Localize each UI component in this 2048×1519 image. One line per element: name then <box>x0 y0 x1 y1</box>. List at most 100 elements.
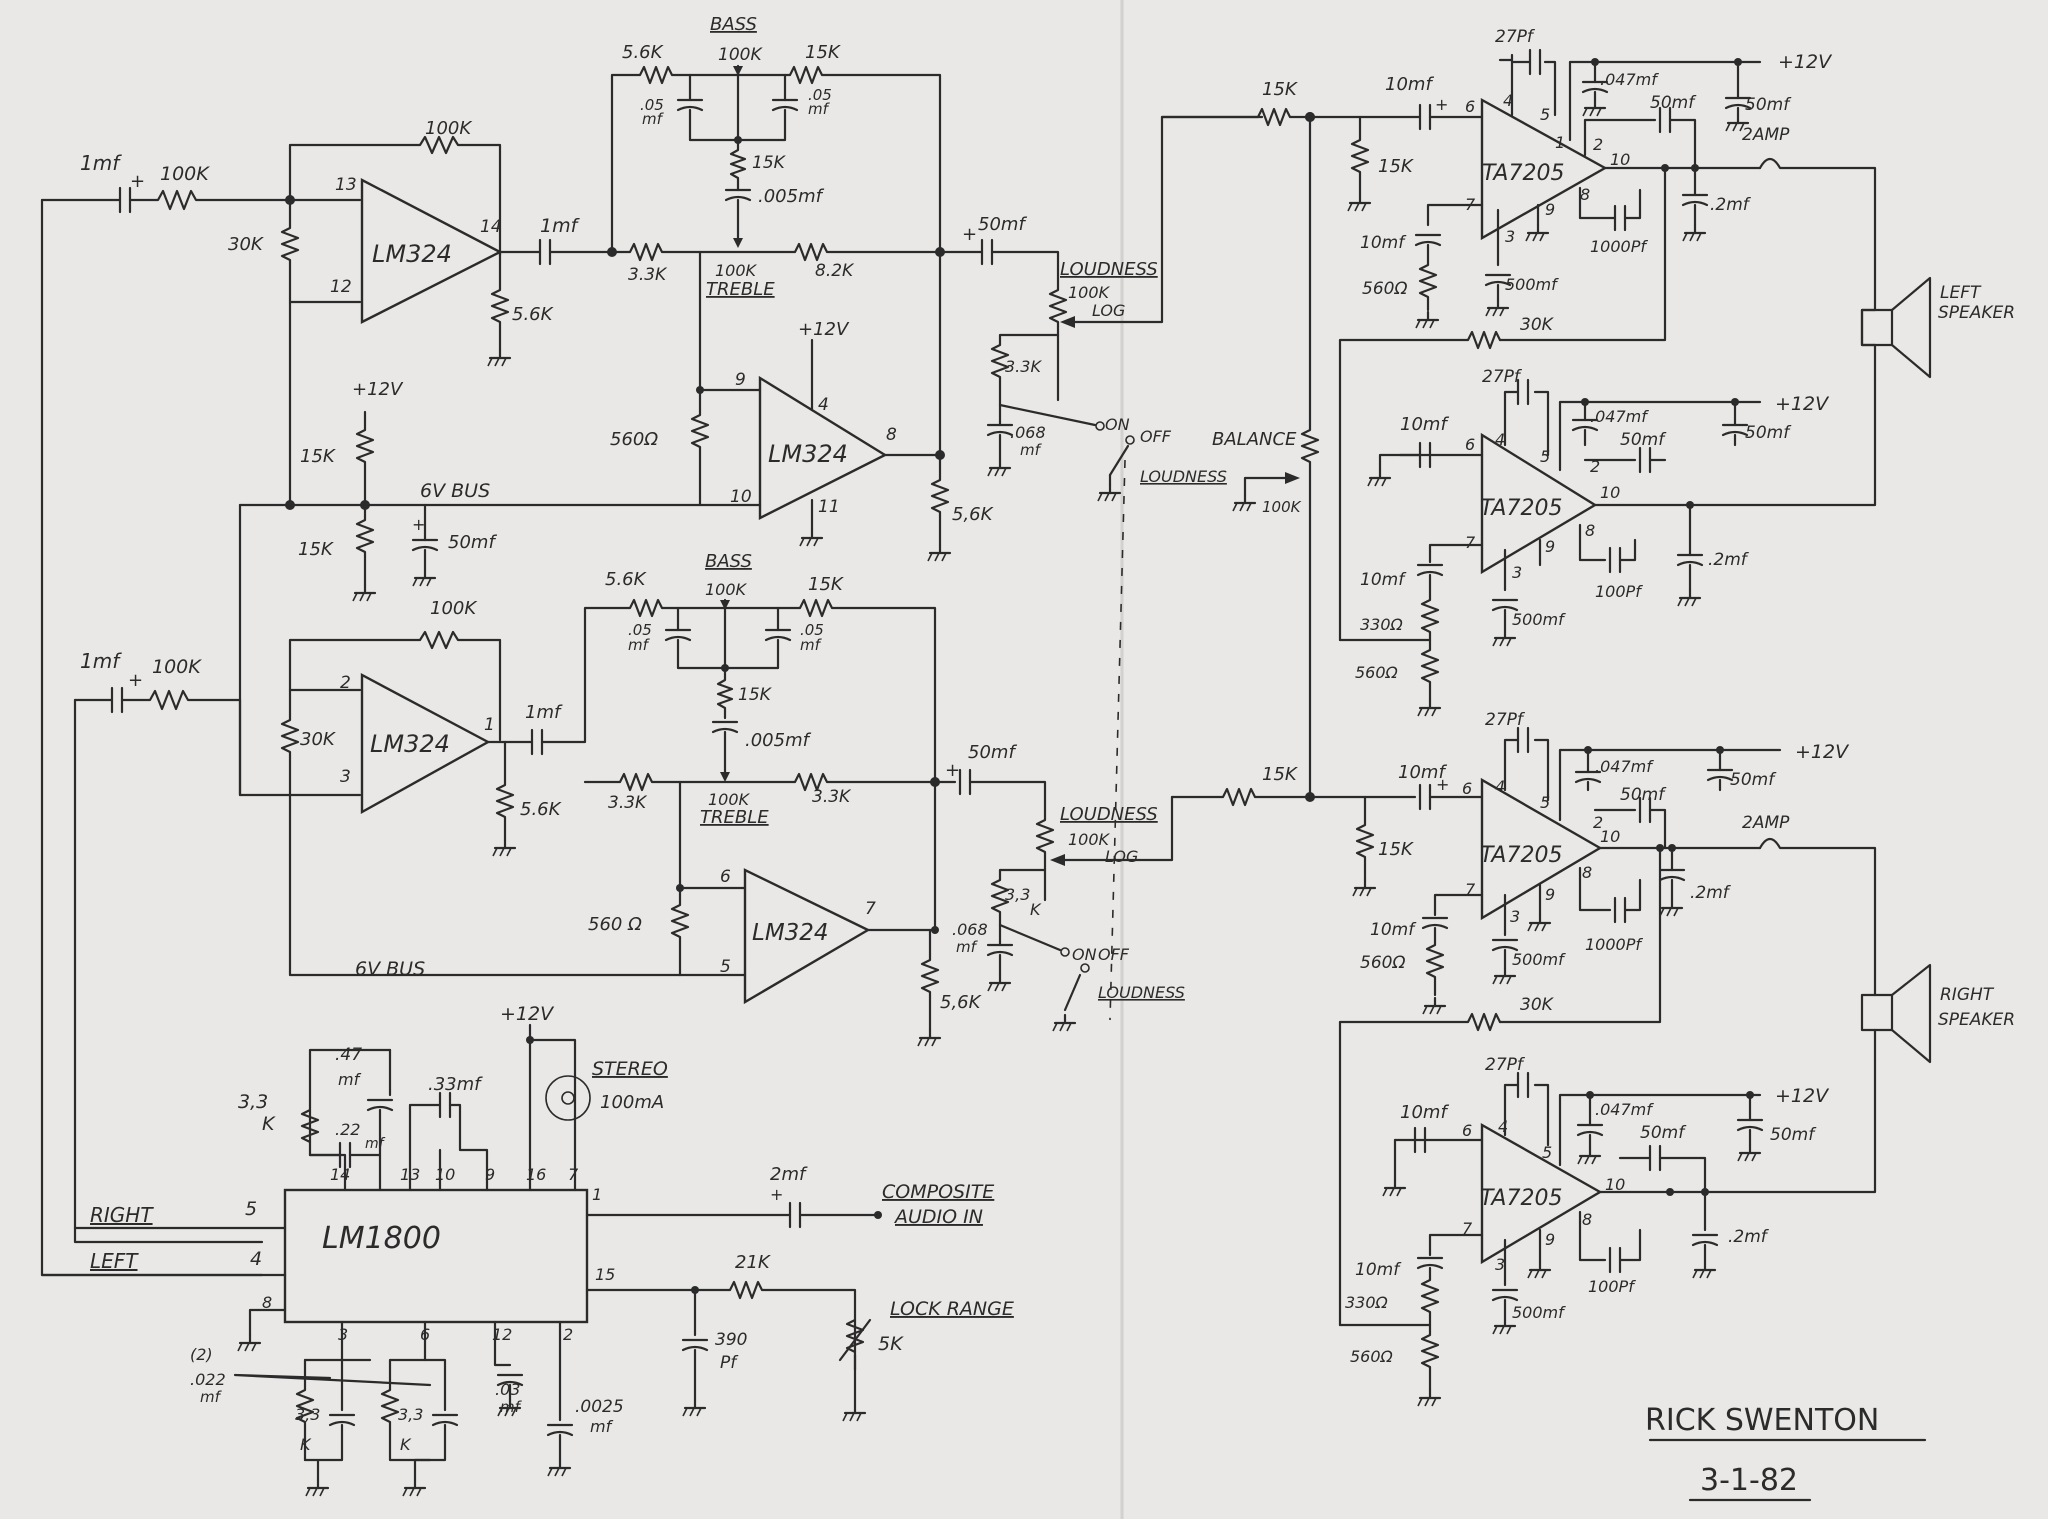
svg-text:100K: 100K <box>708 790 751 809</box>
svg-text:2: 2 <box>340 673 351 693</box>
svg-text:2mf: 2mf <box>770 1164 808 1185</box>
svg-text:3: 3 <box>1512 563 1522 582</box>
svg-text:100K: 100K <box>705 580 748 599</box>
svg-text:7: 7 <box>568 1165 579 1184</box>
svg-text:3: 3 <box>1495 1255 1505 1274</box>
svg-text:.047mf: .047mf <box>1600 70 1659 89</box>
cap-in-top-label: 1mf <box>80 151 122 175</box>
svg-text:5.6K: 5.6K <box>520 799 562 820</box>
svg-text:100K: 100K <box>715 261 758 280</box>
svg-text:+12V: +12V <box>798 319 850 340</box>
svg-text:mf: mf <box>590 1417 614 1436</box>
six-v-bus-bottom-label: 6V BUS <box>355 958 425 980</box>
lm1800-body <box>283 1188 589 1324</box>
svg-text:27Pf: 27Pf <box>1485 710 1526 730</box>
treble-bottom-label: TREBLE <box>700 807 769 828</box>
svg-text:10: 10 <box>1610 150 1630 169</box>
svg-text:500mf: 500mf <box>1512 610 1566 629</box>
svg-text:11: 11 <box>818 497 840 517</box>
svg-text:8: 8 <box>1582 863 1592 882</box>
svg-text:4: 4 <box>1498 1117 1508 1136</box>
svg-text:mf: mf <box>500 1398 523 1416</box>
svg-text:mf: mf <box>628 636 651 654</box>
svg-text:+12V: +12V <box>1778 51 1833 73</box>
svg-text:9: 9 <box>485 1165 495 1184</box>
svg-text:100K: 100K <box>1262 498 1302 516</box>
svg-text:8: 8 <box>1580 185 1590 204</box>
svg-text:.0025: .0025 <box>575 1397 624 1417</box>
amp-right-bottom: 10mf 6 TA7205 27Pf 4 5 +12V .047mf 50mf … <box>1338 1055 1877 1408</box>
svg-text:27Pf: 27Pf <box>1495 27 1536 47</box>
svg-text:10mf: 10mf <box>1385 74 1434 95</box>
svg-text:LOUDNESS: LOUDNESS <box>1098 983 1185 1002</box>
svg-text:13: 13 <box>335 175 357 195</box>
svg-text:mf: mf <box>800 636 823 654</box>
svg-text:SPEAKER: SPEAKER <box>1938 1010 2015 1030</box>
svg-text:10: 10 <box>435 1165 455 1184</box>
svg-text:30K: 30K <box>1520 315 1555 335</box>
treble-top-label: TREBLE <box>706 279 775 300</box>
svg-text:560Ω: 560Ω <box>610 429 658 450</box>
loudness-lower: + 50mf LOUDNESS 100K LOG 3,3 K .068 mf O… <box>933 742 1185 1033</box>
svg-text:.005mf: .005mf <box>758 186 825 207</box>
svg-text:.2mf: .2mf <box>1690 883 1732 903</box>
svg-text:4: 4 <box>250 1248 262 1270</box>
svg-text:15K: 15K <box>1262 79 1298 100</box>
svg-text:+12V: +12V <box>500 1003 555 1025</box>
svg-text:1mf: 1mf <box>525 702 563 723</box>
svg-text:3: 3 <box>1505 227 1515 246</box>
svg-text:.068: .068 <box>1010 423 1046 442</box>
svg-text:3,3: 3,3 <box>398 1405 423 1424</box>
svg-text:ON: ON <box>1105 415 1130 434</box>
svg-text:4: 4 <box>818 395 829 415</box>
svg-text:1mf: 1mf <box>540 215 581 237</box>
svg-text:50mf: 50mf <box>968 742 1017 763</box>
svg-text:+12V: +12V <box>1775 393 1830 415</box>
svg-text:3.3K: 3.3K <box>628 265 668 285</box>
svg-text:2: 2 <box>1593 813 1603 832</box>
svg-text:8.2K: 8.2K <box>815 261 855 281</box>
svg-text:7: 7 <box>1465 533 1476 552</box>
svg-text:100K: 100K <box>1068 830 1111 849</box>
svg-text:50mf: 50mf <box>1730 770 1777 790</box>
svg-text:K: K <box>400 1435 412 1454</box>
svg-text:K: K <box>1030 900 1042 919</box>
svg-text:.047mf: .047mf <box>1595 1100 1654 1119</box>
svg-text:4: 4 <box>1503 91 1513 110</box>
svg-text:5.6K: 5.6K <box>622 42 664 63</box>
svg-text:27Pf: 27Pf <box>1482 367 1523 387</box>
svg-text:50mf: 50mf <box>1640 1123 1687 1143</box>
svg-text:1mf: 1mf <box>80 649 122 673</box>
svg-text:8: 8 <box>1585 521 1595 540</box>
ta7205-1: TA7205 <box>1482 161 1564 186</box>
svg-text:560Ω: 560Ω <box>1350 1347 1394 1366</box>
six-v-bus-top-label: 6V BUS <box>420 480 490 502</box>
lm324-top-2: LM324 <box>768 440 848 468</box>
svg-text:3,3: 3,3 <box>295 1405 320 1424</box>
svg-text:50mf: 50mf <box>1745 95 1792 115</box>
svg-text:5: 5 <box>1542 1143 1552 1162</box>
svg-text:10: 10 <box>730 487 752 507</box>
svg-text:+12V: +12V <box>352 379 404 400</box>
svg-text:4: 4 <box>1495 777 1505 796</box>
svg-text:4: 4 <box>1495 430 1505 449</box>
svg-text:.2mf: .2mf <box>1728 1227 1770 1247</box>
svg-text:3.3K: 3.3K <box>1005 357 1042 376</box>
balance-label: BALANCE <box>1212 429 1297 450</box>
svg-text:500mf: 500mf <box>1505 275 1559 294</box>
left-speaker: LEFT SPEAKER <box>1860 276 2015 382</box>
svg-text:+: + <box>412 515 425 534</box>
svg-text:100K: 100K <box>1068 283 1111 302</box>
svg-text:15K: 15K <box>805 42 841 63</box>
svg-text:.47: .47 <box>335 1045 362 1065</box>
amp-left-top: 10mf + 6 15K TA7205 27Pf 4 5 +12V 1 .047… <box>1305 27 1877 642</box>
svg-text:330Ω: 330Ω <box>1345 1293 1389 1312</box>
svg-text:1000Pf: 1000Pf <box>1590 237 1648 256</box>
svg-text:15K: 15K <box>808 574 844 595</box>
svg-text:10mf: 10mf <box>1360 570 1407 590</box>
bass-bottom-label: BASS <box>705 551 752 572</box>
svg-text:.05: .05 <box>640 96 664 114</box>
svg-text:8: 8 <box>262 1293 272 1312</box>
svg-text:560Ω: 560Ω <box>1362 279 1407 299</box>
svg-text:560Ω: 560Ω <box>1360 953 1405 973</box>
